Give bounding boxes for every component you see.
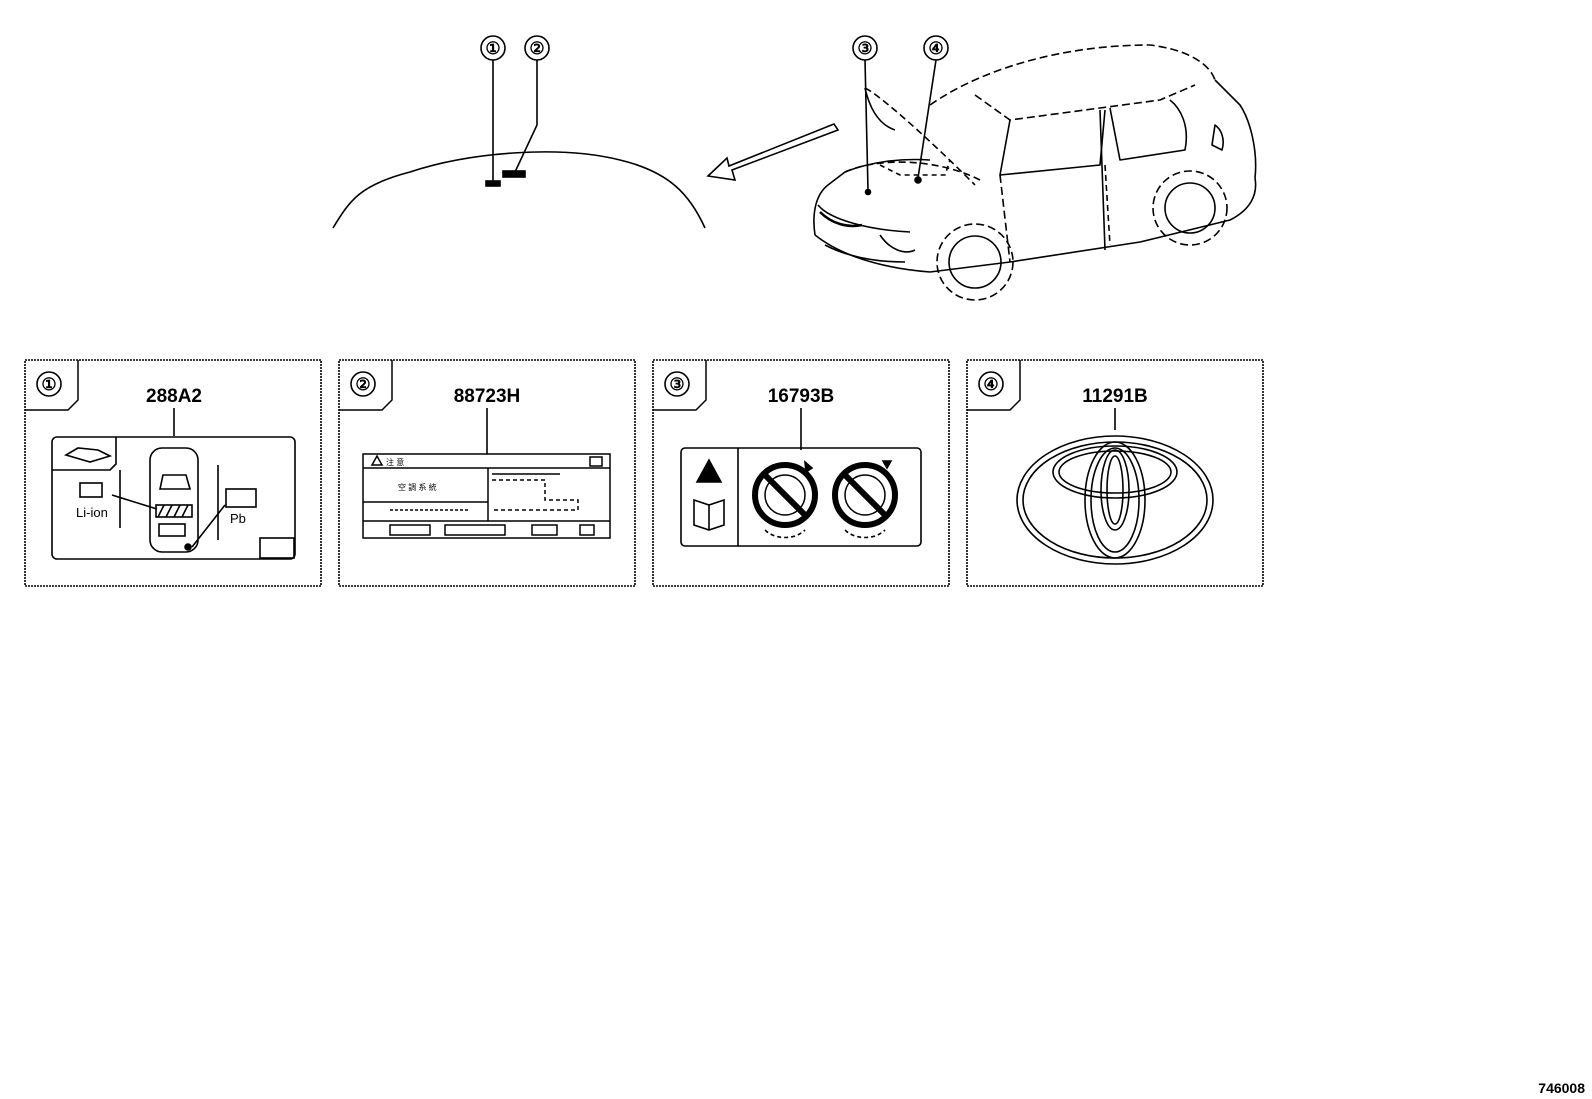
rear-wheel bbox=[1152, 170, 1228, 246]
windshield-outline bbox=[332, 151, 706, 229]
panel-number: ④ bbox=[983, 375, 998, 394]
caution-label-graphic bbox=[362, 453, 611, 539]
no-symbol-2 bbox=[832, 462, 898, 528]
vehicle-drawing bbox=[813, 44, 1257, 301]
front-wheel bbox=[936, 223, 1014, 301]
callout-3-top: ③ bbox=[852, 35, 878, 61]
part-number: 11291B bbox=[1082, 386, 1148, 407]
leader-line-3 bbox=[864, 59, 869, 191]
part-number: 88723H bbox=[454, 386, 521, 407]
panel-4: ④ 11291B bbox=[966, 359, 1264, 587]
part-number: 16793B bbox=[768, 386, 835, 407]
panel-2: ② 88723H 注 意 空 調 系 統 bbox=[338, 359, 636, 587]
callout-label: ① bbox=[485, 39, 500, 58]
label-marker-2 bbox=[502, 170, 526, 178]
callout-2-top: ② bbox=[524, 35, 550, 61]
callout-label: ③ bbox=[857, 39, 872, 58]
panel-1: ① 288A2 Li-ion Pb bbox=[24, 359, 322, 587]
leader-line-4 bbox=[917, 59, 937, 179]
callout-4-top: ④ bbox=[923, 35, 949, 61]
warning-label-graphic bbox=[680, 447, 922, 547]
panel-number: ① bbox=[41, 375, 56, 394]
panel-number: ② bbox=[355, 375, 370, 394]
panel-3: ③ 16793B bbox=[652, 359, 950, 587]
caution-text: 注 意 bbox=[386, 457, 404, 467]
leader-line-2 bbox=[514, 60, 538, 173]
no-symbol-1 bbox=[752, 462, 818, 528]
part-number: 288A2 bbox=[146, 386, 202, 407]
callout-1-top: ① bbox=[480, 35, 506, 61]
pb-label: Pb bbox=[230, 511, 246, 526]
reference-number: 746008 bbox=[1538, 1080, 1585, 1096]
windshield-view bbox=[332, 60, 706, 229]
label-marker-1 bbox=[485, 180, 501, 187]
emblem-graphic bbox=[1016, 435, 1214, 565]
panel-number: ③ bbox=[669, 375, 684, 394]
callout-label: ② bbox=[529, 39, 544, 58]
system-text: 空 調 系 統 bbox=[398, 482, 437, 492]
direction-arrow bbox=[706, 123, 840, 181]
callout-label: ④ bbox=[928, 39, 943, 58]
li-ion-label: Li-ion bbox=[76, 505, 108, 520]
battery-label-graphic bbox=[51, 436, 296, 560]
